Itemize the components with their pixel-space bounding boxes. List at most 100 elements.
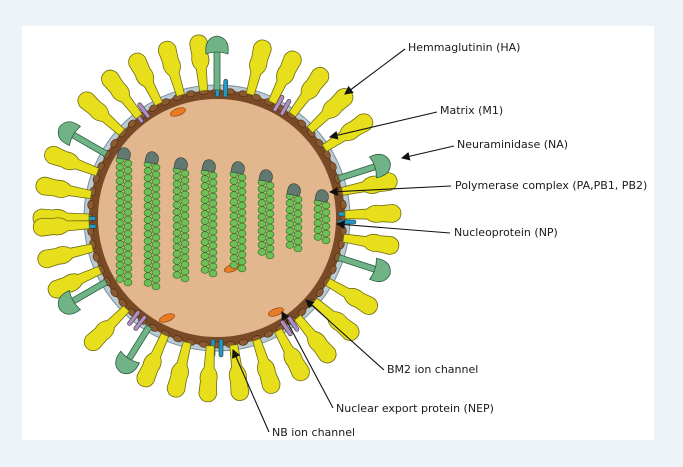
nucleoprotein-bead	[265, 237, 275, 246]
matrix-protein	[315, 139, 324, 148]
surface-protein-layer	[32, 34, 402, 403]
nucleoprotein-bead	[143, 174, 153, 182]
nucleoprotein-bead	[237, 173, 247, 182]
hemagglutinin-body	[166, 341, 192, 398]
nucleoprotein-bead	[180, 267, 190, 276]
hemagglutinin-spike	[37, 243, 94, 269]
nucleoprotein-bead	[229, 219, 239, 227]
matrix-protein	[173, 335, 183, 343]
nucleoprotein-bead	[115, 184, 125, 192]
nucleoprotein-bead	[172, 194, 182, 202]
leader-polymerase-complex	[328, 185, 452, 197]
hemagglutinin-body	[189, 34, 210, 92]
nucleoprotein-bead	[229, 261, 239, 269]
matrix-protein	[92, 252, 100, 262]
nucleoprotein-bead	[237, 250, 247, 259]
neuraminidase-stalk	[213, 51, 221, 91]
nucleoprotein-bead	[229, 254, 239, 262]
hemagglutinin-spike	[189, 34, 210, 92]
hemagglutinin-body	[198, 345, 218, 403]
nucleoprotein-bead	[172, 208, 182, 216]
hemagglutinin-body	[267, 50, 302, 105]
neuraminidase-head	[115, 350, 140, 375]
hemagglutinin-spike	[342, 233, 400, 255]
nucleoprotein-bead	[151, 219, 161, 228]
nucleoprotein-bead	[313, 233, 323, 241]
nucleoprotein-bead	[237, 187, 247, 196]
matrix-protein	[127, 119, 137, 128]
hemagglutinin-spike	[288, 66, 330, 118]
nucleoprotein-bead	[237, 222, 247, 231]
neuraminidase-spike	[337, 153, 391, 182]
nucleoprotein-bead	[151, 254, 161, 263]
neuraminidase-spike	[57, 121, 109, 158]
hemagglutinin-body	[252, 338, 281, 394]
nucleoprotein-bead	[143, 223, 153, 231]
nucleoprotein-bead	[321, 201, 331, 210]
nucleoprotein-bead	[208, 227, 218, 236]
label-polymerase-complex: Polymerase complex (PA,PB1, PB2)	[455, 179, 647, 192]
nucleoprotein-bead	[172, 222, 182, 230]
nucleoprotein-bead	[115, 219, 125, 227]
nucleoprotein-bead	[172, 187, 182, 195]
matrix-protein	[315, 288, 324, 297]
rnp-segment	[115, 147, 133, 287]
nucleoprotein-bead	[115, 226, 125, 234]
hemagglutinin-spike	[77, 91, 126, 136]
bm2-ion-channel	[272, 95, 292, 116]
nucleoprotein-bead	[313, 205, 323, 213]
nucleoprotein-bead	[208, 199, 218, 208]
hemagglutinin-body	[157, 40, 185, 97]
nucleoprotein-bead	[265, 230, 275, 239]
nucleoprotein-bead	[265, 181, 275, 190]
hemagglutinin-spike	[293, 314, 337, 364]
nucleoprotein-bead	[180, 253, 190, 262]
nucleoprotein-bead	[237, 229, 247, 238]
matrix-protein	[87, 199, 95, 210]
label-nuclear-export-protein: Nuclear export protein (NEP)	[336, 402, 494, 415]
leader-nucleoprotein	[335, 220, 451, 234]
nucleoprotein-bead	[123, 215, 133, 224]
hemagglutinin-spike	[311, 297, 360, 342]
nucleoprotein-bead	[208, 234, 218, 243]
matrix-protein	[149, 324, 158, 332]
neuraminidase-head	[368, 257, 391, 283]
hemagglutinin-body	[32, 217, 90, 237]
nucleoprotein-bead	[172, 250, 182, 258]
hemagglutinin-body	[101, 69, 143, 120]
nucleoprotein-bead	[151, 233, 161, 242]
nucleoprotein-bead	[321, 236, 331, 245]
nucleoprotein-bead	[143, 244, 153, 252]
bm2-ion-channel-subunit	[279, 99, 292, 116]
nucleoprotein-bead	[257, 227, 267, 235]
label-neuraminidase: Neuraminidase (NA)	[457, 138, 568, 151]
polymerase-complex	[258, 169, 273, 183]
rnp-segment	[200, 159, 218, 278]
nucleoprotein-bead	[180, 218, 190, 227]
matrix-protein	[339, 199, 347, 210]
label-layer: Hemmaglutinin (HA) Matrix (M1) Neuramini…	[272, 41, 647, 439]
hemagglutinin-spike	[157, 40, 185, 97]
nucleoprotein-bead	[265, 209, 275, 218]
hemagglutinin-spike	[47, 265, 103, 299]
nb-ion-channel-subunit	[337, 219, 357, 225]
nucleoprotein-bead	[172, 201, 182, 209]
hemagglutinin-body	[136, 332, 170, 388]
label-nucleoprotein: Nucleoprotein (NP)	[454, 226, 558, 239]
nucleoprotein-bead	[237, 236, 247, 245]
nucleoprotein-bead	[293, 223, 303, 232]
core-layer	[115, 107, 331, 323]
neuraminidase-spike	[337, 254, 391, 283]
leader-neuraminidase	[400, 145, 455, 161]
nucleoprotein-bead	[143, 216, 153, 224]
matrix-protein	[329, 161, 337, 171]
nucleoprotein-bead	[143, 209, 153, 217]
nucleoprotein-bead	[229, 226, 239, 234]
nucleoprotein-bead	[208, 269, 218, 278]
nucleoprotein-bead	[123, 194, 133, 203]
hemagglutinin-spike	[166, 341, 192, 398]
nucleoprotein-bead	[143, 202, 153, 210]
nucleoprotein-bead	[313, 226, 323, 234]
nucleoprotein-bead	[229, 184, 239, 192]
